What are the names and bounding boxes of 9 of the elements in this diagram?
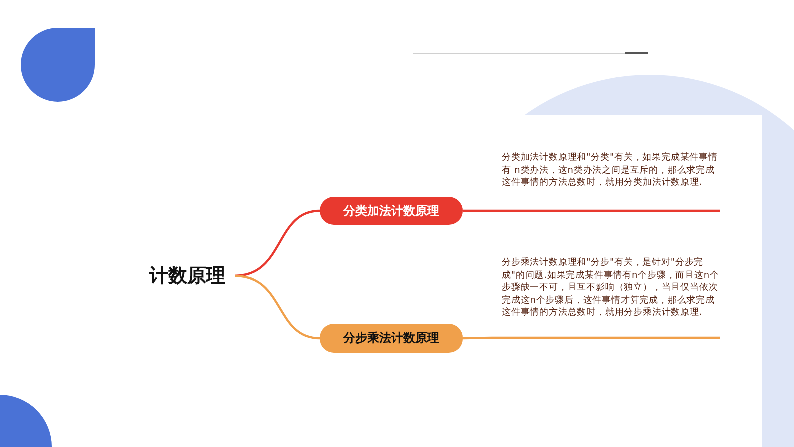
description-text: 分步乘法计数原理和"分步"有关，是针对"分步完成"的问题.如果完成某件事情有n个步骤，而且这n个步骤缺一不可，且互不影响（独立），当且仅当依次完成这n个步骤后，这件事情才算完成，那么求完成这件事情的方法总数时，就用分步乘法计数原理. xyxy=(502,257,720,338)
underline-connector xyxy=(462,336,720,340)
underline-connector xyxy=(463,210,720,212)
branch-pill: 分步乘法计数原理 xyxy=(320,324,463,353)
branch-pill: 分类加法计数原理 xyxy=(320,197,463,225)
description-text: 分类加法计数原理和"分类"有关，如果完成某件事情有 n类办法，这n类办法之间是互斥的，那么求完成这件事情的方法总数时，就用分类加法计数原理. xyxy=(502,152,720,211)
branch-line xyxy=(234,210,320,278)
topic-text: 计数原理 xyxy=(140,262,235,290)
branch-line xyxy=(234,274,320,340)
